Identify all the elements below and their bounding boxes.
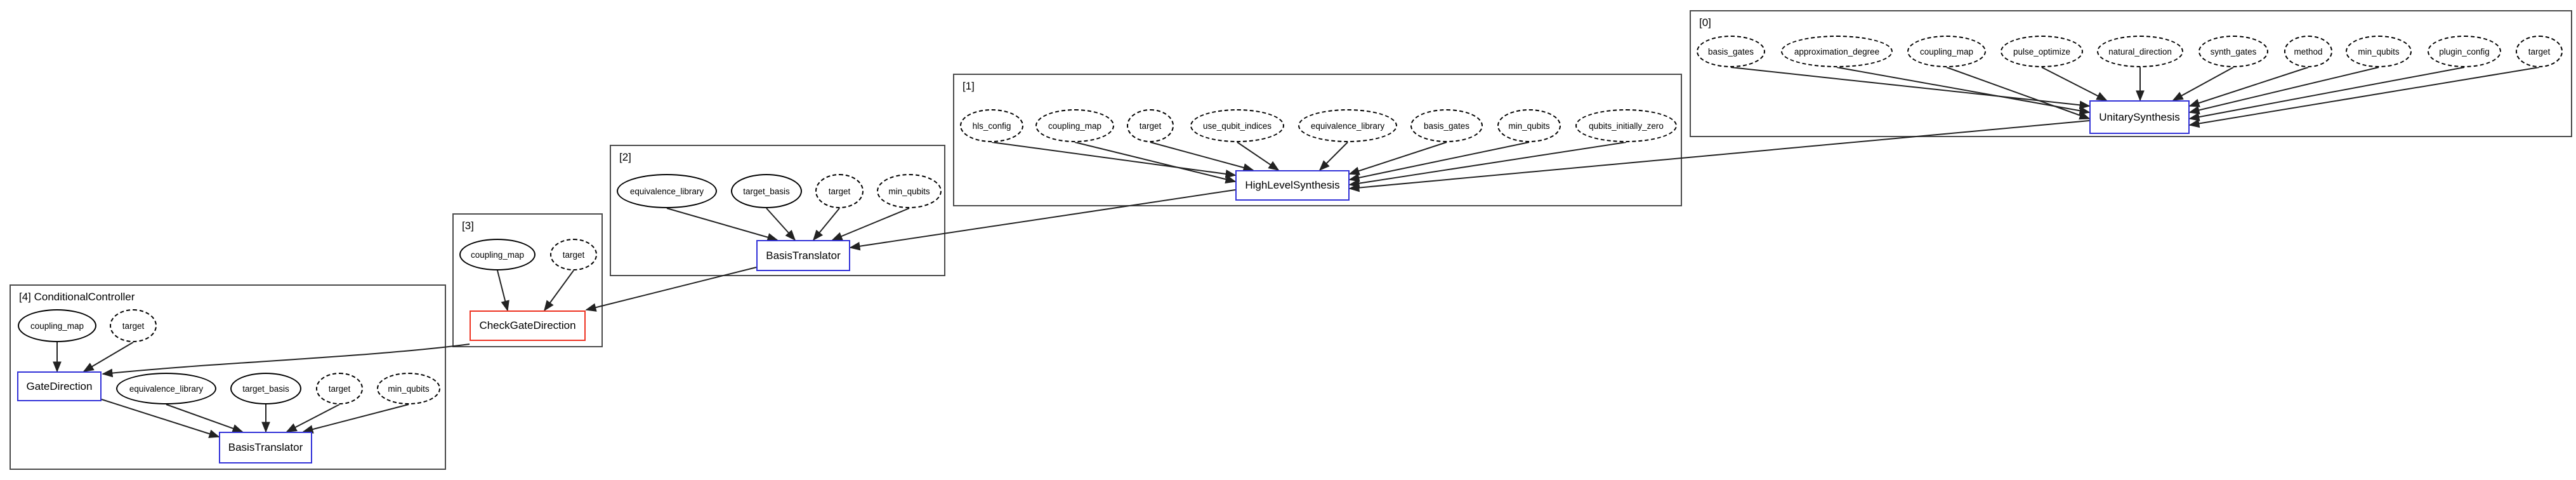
- param-edge: [666, 208, 779, 242]
- param-edge: [831, 208, 910, 241]
- param-edge: [2041, 67, 2108, 101]
- param-edge: [1348, 142, 1627, 188]
- param-node-target: target: [1127, 109, 1174, 142]
- param-edge: [766, 208, 796, 241]
- param-edge: [497, 270, 509, 312]
- cluster-2: [2]: [610, 145, 945, 276]
- pass-node-gatedirection: GateDirection: [17, 371, 102, 401]
- param-edge: [2172, 67, 2234, 101]
- flow-edge-unitarysynthesis-highlevelsynthesis: [1348, 120, 2090, 192]
- param-edge: [302, 404, 409, 434]
- param-node-min-qubits: min_qubits: [377, 373, 440, 404]
- param-node-target: target: [110, 309, 157, 342]
- pass-node-basistranslator: BasisTranslator: [756, 240, 850, 271]
- param-node-min-qubits: min_qubits: [2346, 36, 2412, 67]
- pass-node-checkgatedirection: CheckGateDirection: [470, 310, 586, 341]
- param-node-equivalence-library: equivalence_library: [1298, 109, 1397, 142]
- param-edge: [82, 342, 134, 372]
- flow-edge-basistranslator-checkgatedirection: [585, 267, 757, 312]
- param-node-target: target: [2516, 36, 2563, 67]
- param-node-hls-config: hls_config: [960, 109, 1023, 142]
- param-node-coupling-map: coupling_map: [1035, 109, 1114, 142]
- cluster-3: [3]: [452, 213, 603, 347]
- param-node-coupling-map: coupling_map: [18, 309, 96, 342]
- param-node-target: target: [316, 373, 363, 404]
- pass-node-highlevelsynthesis: HighLevelSynthesis: [1235, 170, 1350, 201]
- param-node-target: target: [815, 174, 864, 208]
- flow-edge-gatedirection-basistranslator: [101, 399, 220, 438]
- param-node-equivalence-library: equivalence_library: [116, 373, 216, 404]
- param-edge: [1318, 142, 1348, 171]
- cluster-0: [0]: [1690, 10, 2572, 137]
- param-edge: [1237, 142, 1280, 171]
- param-node-equivalence-library: equivalence_library: [617, 174, 717, 208]
- cluster-3-label: [3]: [462, 220, 474, 232]
- flow-edge-checkgatedirection-gatedirection: [102, 343, 470, 378]
- param-node-synth-gates: synth_gates: [2198, 36, 2268, 67]
- param-edge: [544, 270, 574, 312]
- param-node-method: method: [2284, 36, 2332, 67]
- param-node-approximation-degree: approximation_degree: [1781, 36, 1893, 67]
- param-edge: [991, 142, 1237, 178]
- param-node-qubits-initially-zero: qubits_initially_zero: [1575, 109, 1677, 142]
- param-node-target-basis: target_basis: [230, 373, 301, 404]
- flow-edge-highlevelsynthesis-basistranslator: [849, 189, 1236, 251]
- cluster-4-label: [4] ConditionalController: [19, 291, 135, 303]
- param-node-basis-gates: basis_gates: [1410, 109, 1483, 142]
- cluster-2-label: [2]: [619, 151, 631, 163]
- param-edge: [2188, 67, 2540, 128]
- param-edge: [1150, 142, 1254, 172]
- param-node-coupling-map: coupling_map: [459, 239, 536, 270]
- param-node-target-basis: target_basis: [731, 174, 802, 208]
- param-edge: [1074, 142, 1237, 183]
- param-edge: [166, 404, 244, 433]
- param-node-plugin-config: plugin_config: [2428, 36, 2501, 67]
- pass-node-basistranslator: BasisTranslator: [219, 432, 312, 463]
- param-edge: [1730, 67, 2091, 110]
- param-edge: [286, 404, 340, 432]
- param-node-basis-gates: basis_gates: [1697, 36, 1765, 67]
- param-edge: [1836, 67, 2091, 116]
- pass-node-unitarysynthesis: UnitarySynthesis: [2089, 100, 2190, 134]
- cluster-4-conditional-controller: [4] ConditionalController: [10, 284, 446, 470]
- param-node-min-qubits: min_qubits: [1497, 109, 1561, 142]
- param-node-target: target: [550, 239, 597, 270]
- param-edge: [2188, 67, 2309, 107]
- cluster-0-label: [0]: [1699, 17, 1711, 29]
- param-node-natural-direction: natural_direction: [2097, 36, 2183, 67]
- param-edge: [1348, 142, 1530, 182]
- param-node-coupling-map: coupling_map: [1907, 36, 1986, 67]
- param-node-pulse-optimize: pulse_optimize: [2001, 36, 2083, 67]
- param-edge: [812, 208, 840, 241]
- param-edge: [2188, 67, 2379, 115]
- param-node-min-qubits: min_qubits: [877, 174, 942, 208]
- cluster-1-label: [1]: [963, 80, 975, 92]
- param-edge: [1946, 67, 2091, 120]
- param-node-use-qubit-indices: use_qubit_indices: [1190, 109, 1284, 142]
- cluster-1: [1]: [953, 74, 1682, 206]
- param-edge: [1348, 142, 1447, 175]
- param-edge: [2188, 67, 2465, 121]
